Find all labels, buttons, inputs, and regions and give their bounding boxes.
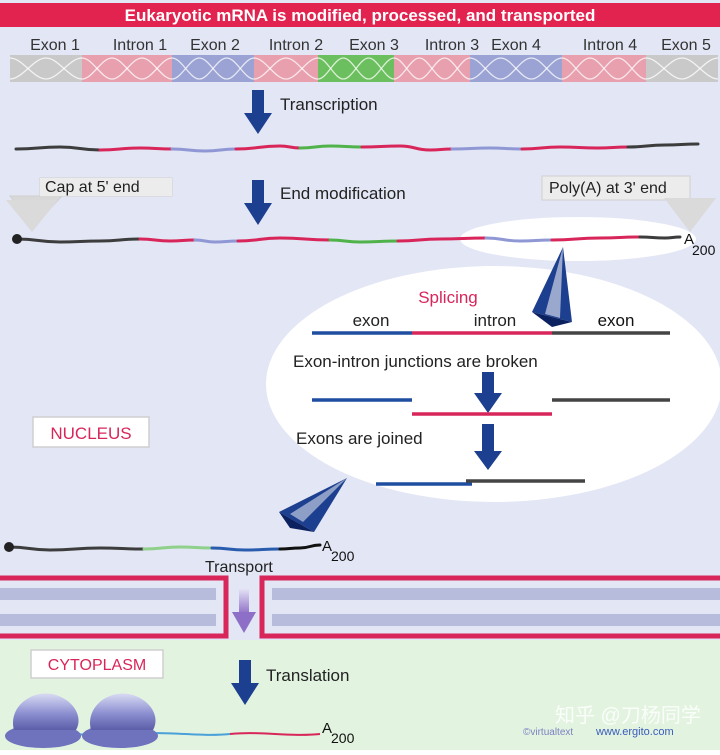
gene-segment-label-8: Intron 4 xyxy=(583,37,637,54)
translation-label: Translation xyxy=(266,666,349,685)
transcript1-segment-4 xyxy=(234,144,302,151)
gene-helix-strand-b-4 xyxy=(253,57,319,80)
cytoplasm-label-box xyxy=(30,649,164,679)
transcript2-segment-7 xyxy=(484,236,554,243)
ergito-credit: www.ergito.com xyxy=(595,726,674,738)
polya-tail-count-3: 200 xyxy=(331,730,355,746)
gene-segment-9 xyxy=(646,55,718,82)
cytoplasm-label: CYTOPLASM xyxy=(48,657,146,674)
polya-arrow xyxy=(541,175,716,232)
gene-helix-strand-b-7 xyxy=(469,57,563,80)
gene-segment-label-9: Exon 5 xyxy=(661,37,711,54)
transcription-arrow xyxy=(244,90,272,134)
polya-tail-letter-3: A xyxy=(322,720,332,737)
transcript1-segment-6 xyxy=(360,144,454,152)
title-bar xyxy=(0,3,720,27)
gene-segment-4 xyxy=(254,55,318,82)
transcript2-segment-3 xyxy=(193,238,240,244)
gene-helix-strand-b-2 xyxy=(81,57,173,80)
ribosome-1 xyxy=(5,693,81,748)
gene-segment-1 xyxy=(10,55,82,82)
cap-label: Cap at 5' end xyxy=(45,179,140,196)
transcript2-segment-6 xyxy=(396,236,488,243)
transcript1-segment-5 xyxy=(298,144,364,150)
gene-segment-label-4: Intron 2 xyxy=(269,37,323,54)
gene-helix-strand-b-5 xyxy=(317,57,395,80)
transcript2-segment-8 xyxy=(550,235,642,242)
gene-segment-label-2: Intron 1 xyxy=(113,37,167,54)
watermark: 知乎 @刀杨同学 xyxy=(555,704,701,727)
junctions-arrow xyxy=(474,372,502,413)
exon-right-label: exon xyxy=(598,311,635,330)
transport-label: Transport xyxy=(205,559,273,576)
polya-tail-letter-2: A xyxy=(322,538,332,555)
nucleus-label: NUCLEUS xyxy=(50,424,131,443)
exon-left-label: exon xyxy=(353,311,390,330)
zoom-cone-arrow xyxy=(532,247,572,327)
modified-transcript xyxy=(15,235,682,244)
mature-segment-2 xyxy=(142,545,214,551)
cap-arrow xyxy=(6,177,173,232)
translation-arrow xyxy=(231,660,259,705)
gene-segment-label-6: Intron 3 xyxy=(425,37,479,54)
polya-tail-count-1: 200 xyxy=(692,242,716,258)
transcript1-segment-2 xyxy=(98,146,174,152)
gene-helix-strand-b-6 xyxy=(393,57,471,80)
virtualtext-credit: ©virtualtext xyxy=(523,727,573,738)
cap-5prime-mature xyxy=(4,542,14,552)
transcript1-segment-3 xyxy=(170,147,238,153)
gene-dna-band xyxy=(9,55,719,82)
gene-helix-strand-b-8 xyxy=(561,57,647,80)
gene-segment-label-7: Exon 4 xyxy=(491,37,541,54)
transport-arrow xyxy=(232,588,256,633)
transcript1-segment-8 xyxy=(520,145,630,151)
gene-helix-strand-b-9 xyxy=(645,57,719,80)
transcript2-segment-5 xyxy=(328,238,400,244)
junctions-broken-label: Exon-intron junctions are broken xyxy=(293,352,538,371)
polya-tail-count-2: 200 xyxy=(331,548,355,564)
gene-helix-strand-b-3 xyxy=(171,57,255,80)
nucleus-label-box xyxy=(32,416,150,448)
transcript1-segment-7 xyxy=(450,146,524,151)
end-modification-label: End modification xyxy=(280,184,406,203)
primary-transcript xyxy=(14,142,700,153)
polya-tail-letter-1: A xyxy=(684,231,694,248)
mature-segment-1 xyxy=(7,545,146,552)
nuclear-envelope xyxy=(0,575,720,639)
gene-segment-label-3: Exon 2 xyxy=(190,37,240,54)
transcription-label: Transcription xyxy=(280,95,378,114)
joined-arrow xyxy=(474,424,502,470)
mature-segment-3 xyxy=(210,546,282,552)
gene-segment-label-5: Exon 3 xyxy=(349,37,399,54)
exons-joined-label: Exons are joined xyxy=(296,429,423,448)
transcript2-segment-9 xyxy=(638,235,682,240)
splicing-label: Splicing xyxy=(418,288,478,307)
transcript2-segment-1 xyxy=(15,237,142,244)
mature-mrna xyxy=(7,543,322,552)
transcript1-segment-1 xyxy=(14,145,102,152)
exit-cone-arrow xyxy=(279,478,347,532)
mature-segment-4 xyxy=(278,543,322,551)
end-modification-arrow xyxy=(244,180,272,225)
ribosome-2 xyxy=(82,693,158,748)
transcript2-segment-4 xyxy=(236,236,332,243)
gene-segment-label-1: Exon 1 xyxy=(30,37,80,54)
cap-5prime xyxy=(12,234,22,244)
intron-label: intron xyxy=(474,311,517,330)
gene-segment-labels: Exon 1 Intron 1 Exon 2 Intron 2 Exon 3 Intron… xyxy=(30,37,711,54)
polya-label: Poly(A) at 3' end xyxy=(549,180,667,197)
gene-helix-strand-b-1 xyxy=(9,57,83,80)
transcript1-segment-9 xyxy=(626,142,700,149)
transcript2-segment-2 xyxy=(138,237,197,243)
diagram-title: Eukaryotic mRNA is modified, processed, … xyxy=(125,6,596,25)
